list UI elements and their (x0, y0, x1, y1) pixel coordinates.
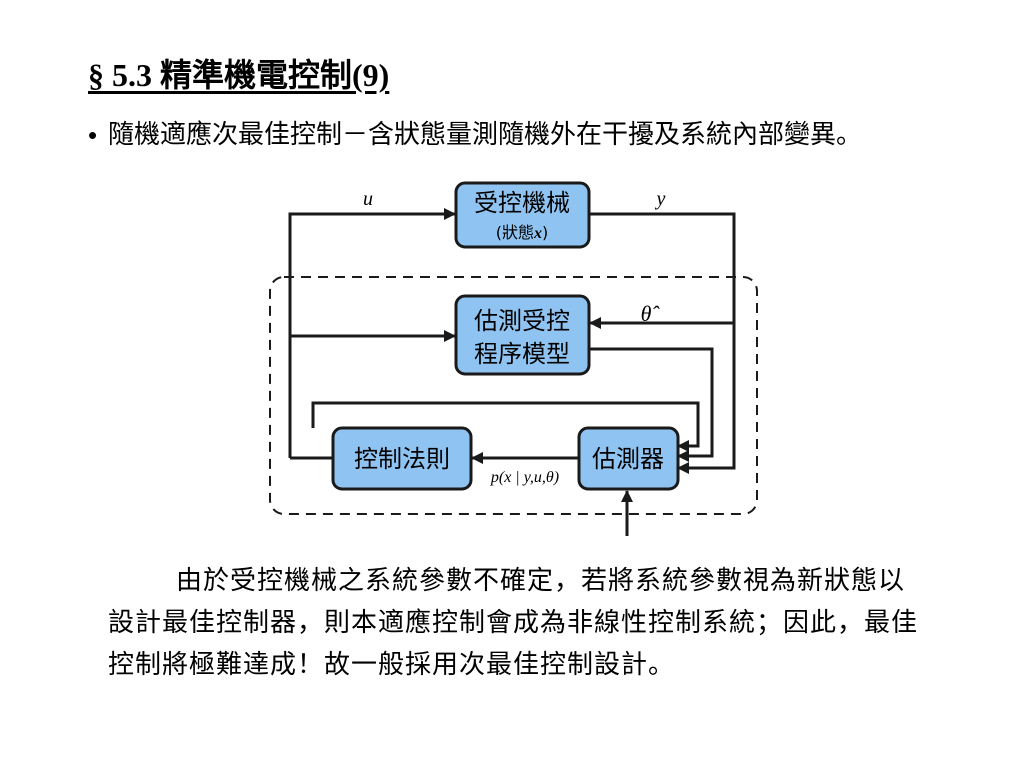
estimator-label: 估測器 (592, 445, 664, 473)
control-law-block: 控制法則 (331, 426, 473, 491)
wire-controller-to-estimator (311, 401, 700, 452)
page-title: § 5.3 精準機電控制(9) (88, 57, 390, 93)
plant-sublabel: (狀態x) (496, 223, 549, 242)
signal-y-label: y (655, 188, 666, 210)
control-law-label: 控制法則 (354, 445, 450, 473)
estimator-block: 估測器 (577, 426, 680, 491)
explanation-paragraph: 由於受控機械之系統參數不確定，若將系統參數視為新狀態以設計最佳控制器，則本適應控… (108, 566, 919, 680)
bullet-marker: • (88, 120, 98, 150)
wire-model-to-estimator (589, 347, 714, 462)
bullet-text: 隨機適應次最佳控制－含狀態量測隨機外在干擾及系統內部變異。 (108, 120, 863, 150)
bullet-item: • 隨機適應次最佳控制－含狀態量測隨機外在干擾及系統內部變異。 (88, 116, 938, 154)
signal-probability-label: p(x | y,u,θ) (490, 469, 559, 486)
signal-u-label: u (363, 188, 373, 210)
plant-block: 受控機械 (狀態x) (454, 181, 591, 249)
plant-label: 受控機械 (474, 189, 570, 217)
model-label-line2: 程序模型 (474, 340, 570, 368)
wire-y-output (589, 212, 736, 474)
model-label-line1: 估測受控 (474, 307, 570, 335)
estimated-model-block: 估測受控 程序模型 (454, 294, 591, 376)
wire-u-to-plant (288, 208, 456, 458)
adaptive-loop-boundary (269, 276, 758, 515)
